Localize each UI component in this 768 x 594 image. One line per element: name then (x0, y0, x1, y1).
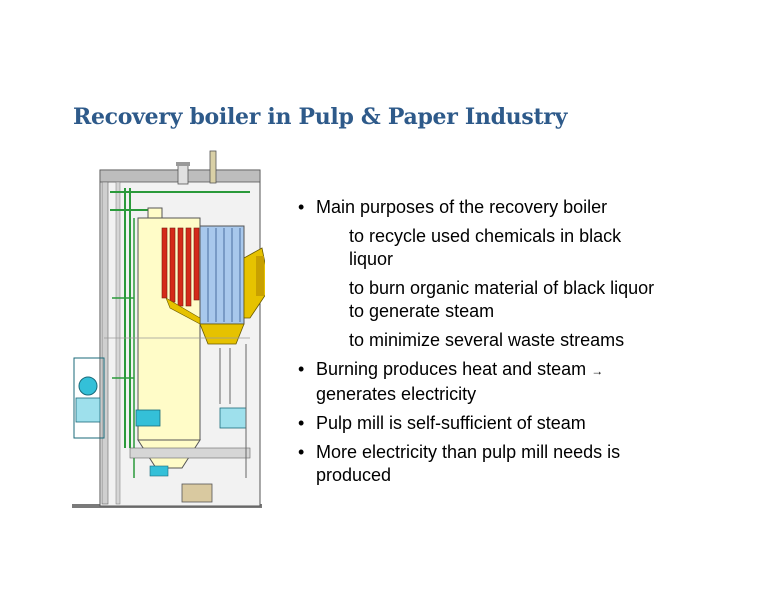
sub-bullet-minimize: to minimize several waste streams (349, 330, 625, 350)
bullet-text: Burning produces heat and steam (316, 359, 587, 379)
recovery-boiler-diagram (72, 150, 265, 508)
bullet-text: Pulp mill is self-sufficient of steam (316, 413, 586, 433)
bullet-burning: • Burning produces heat and steam → gene… (298, 358, 658, 406)
bullet-marker: • (298, 197, 305, 217)
slide-title: Recovery boiler in Pulp & Paper Industry (73, 104, 568, 130)
bullet-self-sufficient: • Pulp mill is self-sufficient of steam (298, 412, 658, 435)
bullet-text: Main purposes of the recovery boiler (316, 197, 608, 217)
bullet-text: More electricity than pulp mill needs is… (316, 442, 621, 485)
sub-bullet-burn: to burn organic material of black liquor… (349, 278, 655, 321)
bullet-electricity: • More electricity than pulp mill needs … (298, 441, 658, 487)
bullet-marker: • (298, 359, 305, 379)
sub-bullet-recycle: to recycle used chemicals in black liquo… (349, 226, 622, 269)
bullet-text-cont: generates electricity (316, 384, 477, 404)
bullet-list: • Main purposes of the recovery boiler t… (298, 196, 658, 493)
arrow-icon: → (591, 364, 604, 378)
bullet-marker: • (298, 442, 305, 462)
bullet-main-purposes: • Main purposes of the recovery boiler (298, 196, 658, 219)
bullet-marker: • (298, 413, 305, 433)
